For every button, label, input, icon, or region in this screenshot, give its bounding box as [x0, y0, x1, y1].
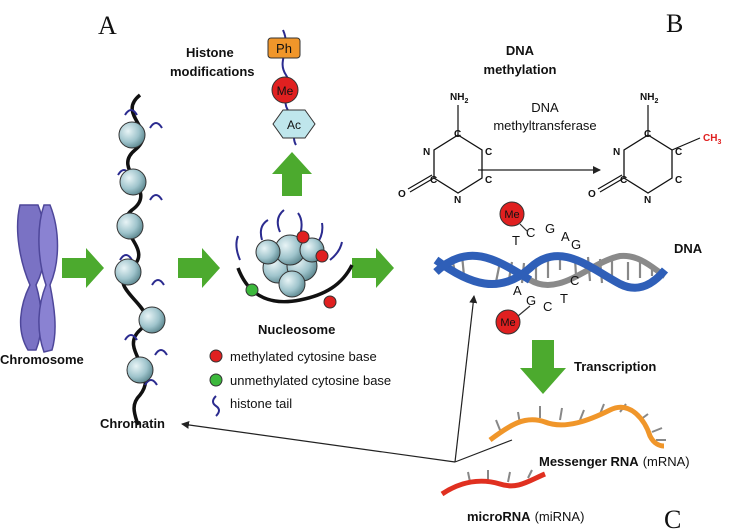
cytosine-structure: NH2 C C C N C N O	[398, 92, 492, 206]
mirna-label: microRNA(miRNA)	[467, 509, 584, 524]
ac-text: Ac	[287, 118, 301, 132]
methylcytosine-structure: NH2 C C C N C N O CH3	[588, 92, 721, 206]
dna-label: DNA	[674, 241, 703, 256]
n3-text: N	[423, 147, 430, 158]
o-text: O	[398, 189, 406, 200]
transcription-label: Transcription	[574, 359, 656, 374]
arrow-nucleosome-to-dna	[352, 248, 394, 288]
arrow-transcription	[520, 340, 566, 394]
nucleosome-label: Nucleosome	[258, 322, 335, 337]
c5-text-2: C	[675, 147, 682, 158]
panel-label-a: A	[98, 11, 117, 40]
mirna-strand	[440, 469, 546, 497]
legend-histone-tail-swatch	[212, 395, 220, 417]
base-bottom-3: C	[543, 299, 552, 314]
enzyme-line1: DNA	[531, 100, 559, 115]
legend-histone-tail-text: histone tail	[230, 396, 292, 411]
mrna-strand	[488, 403, 666, 449]
chromosome-shape	[16, 204, 59, 353]
n1-text: N	[454, 195, 461, 206]
enzyme-line2: methyltransferase	[493, 118, 596, 133]
panel-label-c: C	[664, 505, 681, 532]
dna-methyl-bottom: Me	[495, 309, 521, 335]
dna-methyl-top: Me	[499, 201, 525, 227]
base-bottom-1: A	[513, 283, 522, 298]
legend-unmethylated-swatch	[209, 373, 223, 387]
c2-text: C	[430, 175, 437, 186]
legend-unmethylated-text: unmethylated cytosine base	[230, 373, 391, 388]
ch3-text: CH3	[703, 133, 721, 146]
phosphorylation-mark: Ph	[267, 37, 301, 59]
chromatin-nucleosomes	[114, 121, 166, 384]
base-top-4: A	[561, 229, 570, 244]
histone-methyl-mark: Me	[271, 76, 299, 104]
base-bottom-2: G	[526, 293, 536, 308]
c6-text: C	[485, 175, 492, 186]
dna-bases-top: T C G A G	[512, 221, 581, 252]
acetylation-mark: Ac	[272, 109, 316, 139]
methyl-bond-bottom	[517, 305, 531, 317]
arrow-nucleosome-to-modifications	[272, 152, 312, 196]
chromosome-label: Chromosome	[0, 352, 84, 367]
base-bottom-4: T	[560, 291, 568, 306]
dna-bases-bottom: A G C T C	[513, 273, 579, 314]
n1-text-2: N	[644, 195, 651, 206]
base-top-5: G	[571, 237, 581, 252]
methyl-bond-top	[519, 223, 529, 233]
nucleosome-graphic	[235, 209, 354, 309]
c2-text-2: C	[620, 175, 627, 186]
dna-methylation-line2: methylation	[484, 62, 557, 77]
c6-text-2: C	[675, 175, 682, 186]
nh2-text-2: NH2	[640, 92, 658, 105]
legend: methylated cytosine base unmethylated cy…	[209, 349, 391, 417]
c5-text: C	[485, 147, 492, 158]
c4-text-2: C	[644, 129, 651, 140]
dna-methylation-line1: DNA	[506, 43, 535, 58]
arrow-rna-to-chromatin	[181, 421, 456, 463]
me-text: Me	[277, 84, 294, 98]
n3-text-2: N	[613, 147, 620, 158]
base-top-3: G	[545, 221, 555, 236]
base-bottom-5: C	[570, 273, 579, 288]
arrow-rna-to-dna	[454, 295, 478, 463]
base-top-1: T	[512, 233, 520, 248]
arrow-chromatin-to-nucleosome	[178, 248, 220, 288]
dna-helix	[433, 251, 669, 292]
legend-methylated-text: methylated cytosine base	[230, 349, 377, 364]
ph-text: Ph	[276, 41, 292, 56]
arrow-chromosome-to-chromatin	[62, 248, 104, 288]
base-top-2: C	[526, 225, 535, 240]
panel-label-b: B	[666, 9, 683, 38]
o-text-2: O	[588, 189, 596, 200]
histone-modifications-line2: modifications	[170, 64, 255, 79]
mrna-label: Messenger RNA(mRNA)	[539, 454, 690, 469]
dna-methyl-bottom-text: Me	[500, 317, 515, 329]
dna-methyl-top-text: Me	[504, 209, 519, 221]
chromatin-label: Chromatin	[100, 416, 165, 431]
legend-methylated-swatch	[209, 349, 223, 363]
histone-modifications-line1: Histone	[186, 45, 234, 60]
arrow-rna-to-mrna	[454, 439, 513, 463]
c4-text: C	[454, 129, 461, 140]
nh2-text: NH2	[450, 92, 468, 105]
